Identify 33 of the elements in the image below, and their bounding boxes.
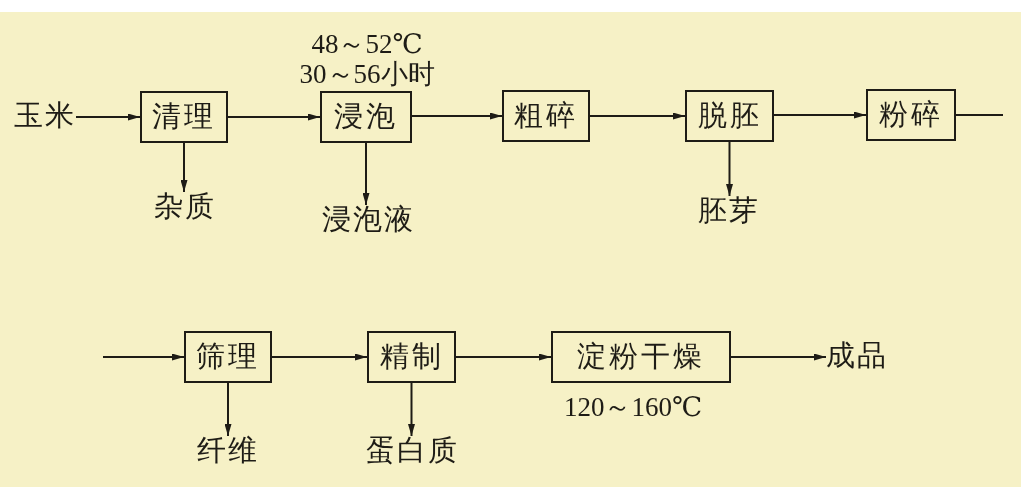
arrow [455,353,552,361]
byproduct-label: 蛋白质 [365,434,459,468]
process-box: 浸泡 [320,91,412,143]
process-box: 精制 [367,331,456,383]
arrow [411,112,503,120]
input-label: 玉米 [14,99,76,133]
process-box: 粉碎 [866,89,956,141]
process-box: 脱胚 [685,90,774,142]
arrow [271,353,368,361]
arrow [773,111,867,119]
line [955,114,1004,116]
byproduct-label: 纤维 [197,434,259,468]
arrow [75,113,141,121]
arrow [362,142,370,206]
process-box: 淀粉干燥 [551,331,731,383]
condition-label: 48～52℃ [311,30,423,60]
arrow [227,113,321,121]
byproduct-label: 浸泡液 [321,203,415,237]
condition-label: 30～56小时 [299,60,435,90]
arrow [180,142,188,193]
arrow [408,382,415,437]
arrow [102,353,185,361]
condition-label: 120～160℃ [563,393,703,423]
process-box: 粗碎 [502,90,590,142]
byproduct-label: 杂质 [154,190,216,224]
process-box: 筛理 [184,331,272,383]
arrow [730,353,827,361]
product-label: 成品 [826,339,888,373]
arrow [224,382,232,437]
process-box: 清理 [140,91,228,143]
arrow [726,141,733,197]
arrow [589,112,686,120]
byproduct-label: 胚芽 [698,194,760,228]
